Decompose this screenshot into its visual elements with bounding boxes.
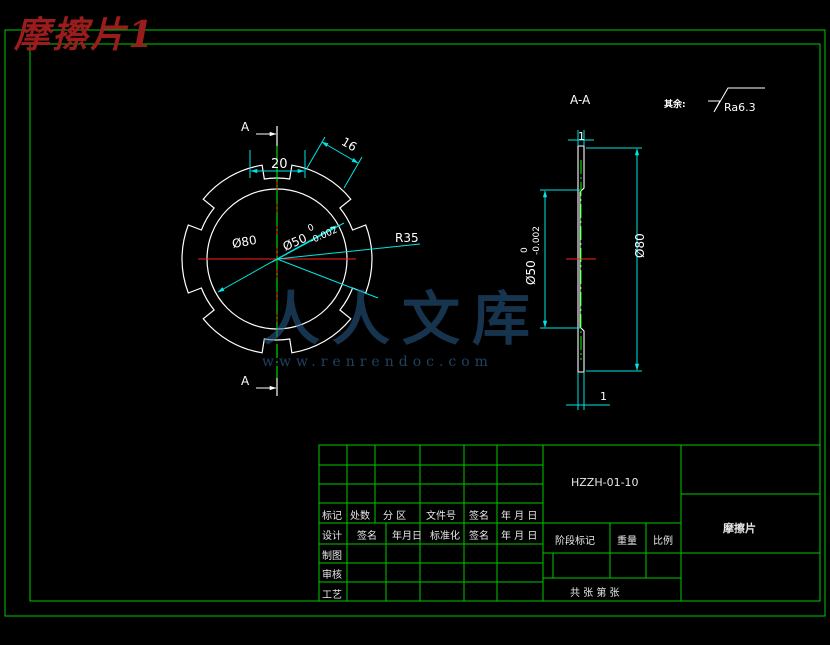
tb-rev-zone: 分 区 <box>383 511 407 522</box>
tb-std-sign: 签名 <box>469 531 489 542</box>
dim-line-16 <box>321 141 359 164</box>
dim-key-angle: 16 <box>339 134 359 154</box>
dim-bore-tol-upper: 0 <box>306 223 316 235</box>
side-bore-tolerance-group: Ø50 0 -0.002 <box>520 226 542 285</box>
tb-rev-mark: 标记 <box>322 511 342 522</box>
tb-process: 工艺 <box>322 590 342 601</box>
tb-rev-file: 文件号 <box>426 511 456 522</box>
tb-review: 审核 <box>322 570 342 581</box>
tb-std-date: 年 月 日 <box>501 531 538 542</box>
watermark-url: www.renrendoc.com <box>262 354 493 370</box>
dim-ext-16-b <box>343 156 363 189</box>
section-mark-top: A <box>241 120 250 134</box>
watermark-name: 人人文库 <box>262 285 543 353</box>
section-view: A-A Ø80 Ø50 0 -0.002 1 <box>520 93 647 410</box>
section-mark-bottom: A <box>241 374 250 388</box>
dim-line-radius <box>276 243 421 260</box>
roughness-symbol-icon <box>708 87 765 113</box>
tb-stage-mark: 阶段标记 <box>555 536 595 547</box>
roughness-value: Ra6.3 <box>724 101 756 114</box>
bore-tolerance-group: Ø50 0 -0.002 <box>281 223 339 254</box>
tb-scale: 比例 <box>653 536 673 547</box>
dim-thickness-top: 1 <box>578 130 585 143</box>
dim-line-radius-2 <box>276 258 379 299</box>
dim-thickness-bottom: 1 <box>600 390 607 403</box>
dim-side-bore-tol-upper: 0 <box>520 247 530 253</box>
dim-outer-dia: Ø80 <box>231 233 258 251</box>
tb-design-sign: 签名 <box>357 531 377 542</box>
title-block-grid <box>318 444 821 602</box>
document-title: 摩擦片1 <box>14 14 156 56</box>
dim-line-bore-dia <box>271 222 345 263</box>
tb-design-date: 年月日 <box>392 531 422 542</box>
outer-frame <box>4 29 826 617</box>
dim-bore-dia: Ø50 <box>281 231 309 254</box>
section-view-label: A-A <box>570 93 591 107</box>
dim-side-bore-dia: Ø50 <box>524 260 538 285</box>
part-name: 摩擦片 <box>723 522 756 535</box>
disc-outline <box>181 164 373 354</box>
roughness-prefix: 其余: <box>664 98 686 110</box>
tb-sheet: 共 张 第 张 <box>570 588 620 599</box>
tb-rev-sign: 签名 <box>469 511 489 522</box>
dim-side-outer-dia: Ø80 <box>633 233 647 258</box>
tb-weight: 重量 <box>617 536 637 547</box>
tb-rev-count: 处数 <box>350 511 370 522</box>
roughness-note: 其余: Ra6.3 <box>664 87 765 114</box>
dim-side-bore-tol-lower: -0.002 <box>532 226 542 255</box>
tb-design: 设计 <box>322 531 342 542</box>
tb-standardize: 标准化 <box>430 531 460 542</box>
drawing-number: HZZH-01-10 <box>571 476 639 489</box>
dim-radius: R35 <box>395 231 419 245</box>
tb-rev-date: 年 月 日 <box>501 511 538 522</box>
section-profile <box>577 145 585 373</box>
dim-key-width: 20 <box>271 157 288 172</box>
tb-drafting: 制图 <box>322 551 342 562</box>
